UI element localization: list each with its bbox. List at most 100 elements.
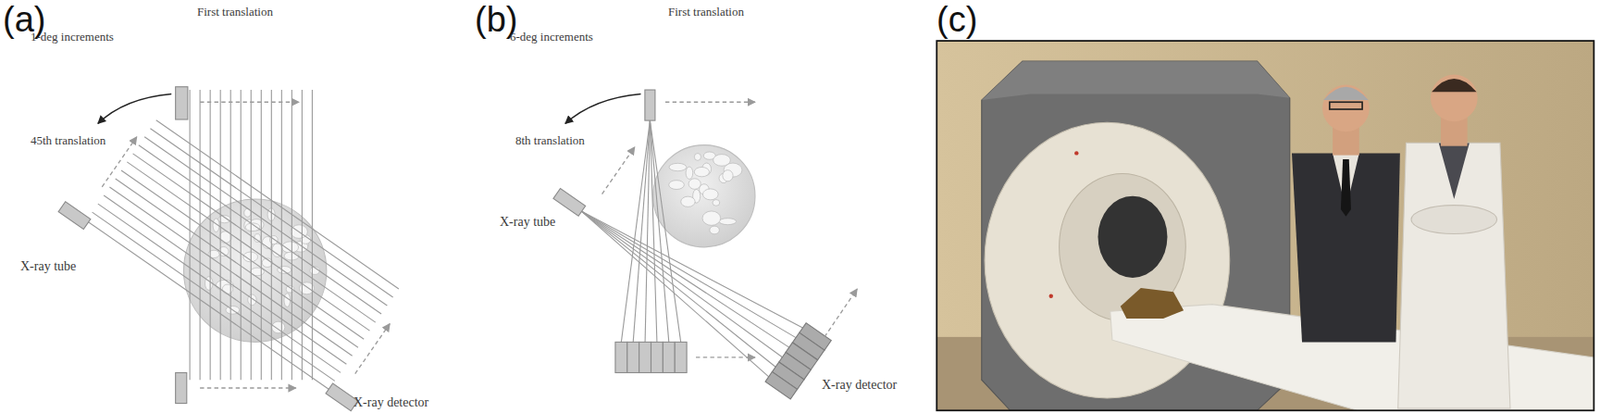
x-ray-beam: [649, 120, 669, 342]
x-ray-beam: [644, 120, 650, 342]
man-hair: [1323, 86, 1369, 100]
x-ray-beam: [189, 89, 191, 380]
phantom-bubble: [712, 199, 720, 207]
annotation-label: First translation: [668, 5, 745, 20]
gantry-light: [1074, 150, 1079, 155]
x-ray-beam: [121, 170, 364, 339]
detector-cell: [765, 372, 798, 399]
x-ray-beam: [240, 89, 242, 380]
phantom-bubble: [669, 180, 685, 190]
x-ray-beam: [133, 153, 376, 323]
x-ray-detector: [175, 372, 187, 403]
photo-frame: [936, 40, 1594, 410]
rotation-arrow: [98, 93, 172, 124]
x-ray-tube: [58, 201, 91, 230]
detector-cell: [674, 341, 687, 373]
phantom-bubble: [272, 243, 284, 258]
x-ray-beam: [156, 120, 399, 289]
x-ray-tube: [175, 86, 188, 120]
annotation-label: First translation: [197, 5, 273, 20]
man-hair: [1431, 78, 1477, 92]
detector-array: [765, 322, 832, 399]
phantom-texture: [669, 151, 743, 235]
phantom-disc: [653, 145, 756, 248]
man-coat: [1398, 142, 1511, 409]
detector-array: [615, 341, 687, 373]
x-ray-detector: [325, 383, 359, 411]
phantom-bubble: [709, 225, 720, 235]
detector-cell: [627, 341, 640, 373]
head-rest: [1120, 287, 1184, 319]
man-neck: [1440, 117, 1468, 147]
x-ray-beam: [311, 89, 313, 380]
x-ray-beam: [582, 210, 790, 348]
detector-cell: [639, 341, 652, 373]
x-ray-tube: [553, 187, 586, 216]
translation-arrow: [199, 101, 299, 103]
x-ray-beam: [649, 120, 681, 342]
x-ray-beam: [582, 210, 769, 377]
x-ray-beam: [138, 145, 382, 314]
x-ray-beam: [281, 89, 283, 380]
annotation-label: X-ray detector: [821, 377, 897, 393]
x-ray-tube: [644, 89, 656, 121]
x-ray-beam: [582, 210, 797, 337]
phantom-bubble: [222, 284, 233, 294]
translation-arrow: [355, 323, 390, 374]
x-ray-beam: [632, 120, 650, 342]
x-ray-beam: [144, 136, 387, 306]
x-ray-beams: [86, 89, 803, 389]
x-ray-beam: [199, 89, 201, 380]
x-ray-beam: [103, 195, 347, 364]
photo-wall: [936, 40, 1594, 410]
x-ray-beam: [649, 120, 658, 342]
phantom-bubble: [702, 188, 719, 200]
man-arms: [1411, 205, 1498, 235]
phantom-bubble: [669, 162, 687, 171]
phantom-disc: [183, 198, 326, 342]
x-ray-beam: [291, 89, 293, 380]
rotation-arrow: [565, 93, 642, 124]
translation-arrow: [199, 386, 297, 388]
x-ray-beam: [582, 210, 804, 328]
annotation-label: 45th translation: [30, 134, 106, 149]
man-tie: [1438, 142, 1470, 199]
man-tie: [1340, 159, 1352, 217]
gantry-light: [1049, 294, 1054, 298]
phantom-bubble: [272, 321, 286, 334]
x-ray-beam: [250, 89, 252, 380]
x-ray-beam: [115, 178, 359, 348]
x-ray-beam: [126, 161, 370, 331]
gantry-bore: [1097, 196, 1167, 278]
x-ray-beam: [149, 128, 393, 298]
detector-cell: [651, 341, 664, 373]
phantom-bubble: [685, 166, 694, 179]
man-head: [1430, 74, 1478, 122]
man-head: [1322, 85, 1370, 133]
gantry-inner-ring: [1059, 173, 1187, 321]
translation-arrow: [824, 288, 857, 337]
detector-cell: [662, 341, 675, 373]
gantry-top: [981, 61, 1290, 100]
annotation-label: 6-deg increments: [509, 30, 594, 45]
x-ray-beam: [582, 210, 783, 357]
x-ray-beam: [109, 186, 352, 356]
x-ray-beam: [620, 120, 650, 342]
x-ray-beam: [220, 89, 222, 380]
man-glasses: [1329, 101, 1363, 110]
phantom-bubble: [688, 178, 701, 190]
man-suit: [1291, 152, 1401, 342]
x-ray-beam: [92, 211, 335, 381]
phantom-bubble: [694, 166, 709, 176]
x-ray-beam: [98, 203, 341, 373]
annotation-label: 1-deg increments: [30, 30, 114, 45]
translation-arrow: [602, 147, 635, 195]
annotation-label: 8th translation: [515, 134, 585, 149]
annotation-label: X-ray detector: [353, 395, 429, 410]
phantom-bubble: [254, 234, 261, 243]
phantom-bubble: [722, 170, 733, 182]
x-ray-beam: [86, 220, 329, 389]
phantom-bubble: [694, 153, 701, 162]
